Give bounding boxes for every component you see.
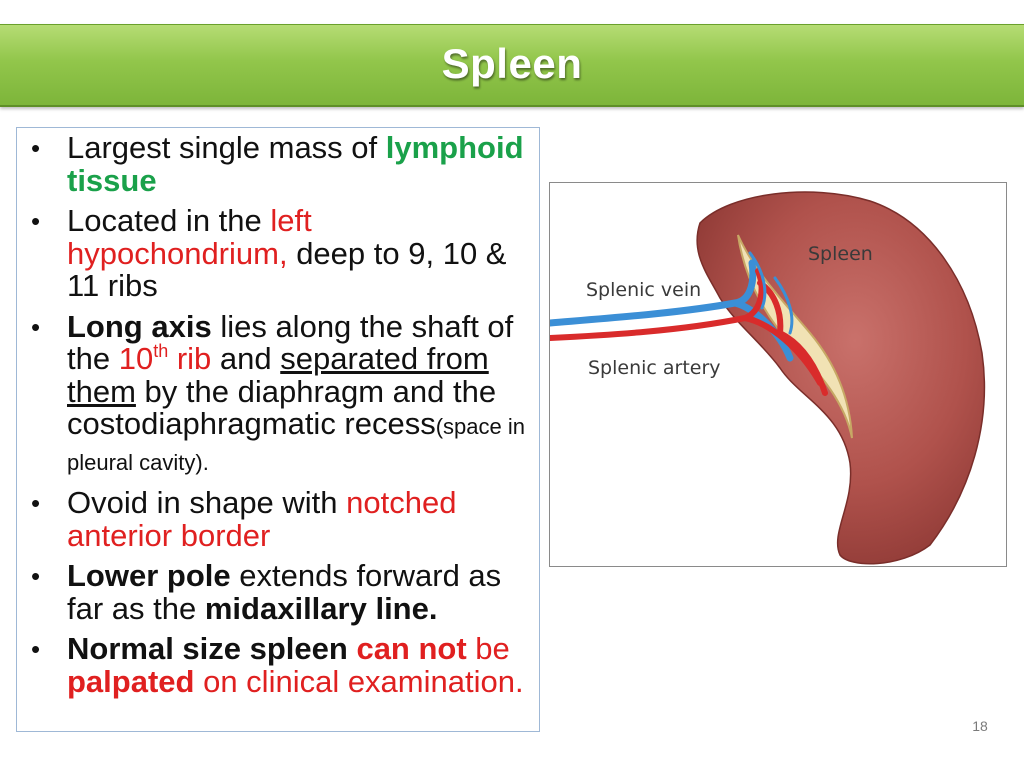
bullet-text: Located in the	[67, 203, 271, 238]
bullet-dot-icon: •	[31, 311, 41, 342]
highlight-be: be	[466, 631, 510, 666]
bold-midaxillary-line: midaxillary line.	[204, 590, 438, 626]
highlight-rib-number: 10	[118, 341, 154, 376]
bullet-text: deep to 9, 10 & 11 ribs	[67, 235, 507, 303]
title-bar	[0, 24, 1024, 107]
hilum-branches	[748, 251, 794, 335]
bold-long-axis: Long axis	[67, 308, 212, 344]
spleen-figure: Spleen Splenic vein Splenic artery	[549, 182, 1007, 567]
bullet-dot-icon: •	[31, 206, 41, 236]
bullet-text: lies along the shaft of the	[67, 308, 514, 376]
bullet-item-location: • Located in the left hypochondrium, dee…	[31, 203, 536, 303]
highlight-lymphoid-tissue: lymphoid tissue	[67, 130, 524, 198]
bullet-item-long-axis: • Long axis lies along the shaft of the …	[31, 308, 536, 480]
bold-normal-size: Normal size spleen	[67, 631, 357, 666]
small-note: (space in pleural cavity).	[67, 414, 526, 475]
bullet-text-box: • Largest single mass of lymphoid tissue…	[16, 127, 540, 732]
superscript-th: th	[153, 341, 169, 361]
bullet-dot-icon: •	[31, 634, 41, 664]
highlight-rib: rib	[168, 341, 212, 376]
bullet-item-palpation: • Normal size spleen can not be palpated…	[31, 631, 536, 699]
highlight-can-not: can not	[356, 631, 467, 666]
label-splenic-vein: Splenic vein	[586, 279, 702, 301]
slide-title: Spleen	[441, 40, 583, 87]
bullet-text: Ovoid in shape with	[67, 485, 347, 520]
highlight-left-hypochondrium: left hypochondrium,	[67, 203, 312, 271]
bullet-dot-icon: •	[31, 561, 41, 591]
label-spleen: Spleen	[808, 243, 873, 265]
highlight-notched-border: notched anterior border	[67, 485, 457, 553]
highlight-clinical-exam: on clinical examination.	[194, 663, 524, 699]
bullet-list: • Largest single mass of lymphoid tissue…	[31, 130, 536, 706]
bold-lower-pole: Lower pole	[67, 558, 231, 593]
bullet-dot-icon: •	[31, 133, 41, 163]
bullet-text: and	[211, 341, 281, 376]
bullet-dot-icon: •	[31, 488, 41, 518]
bullet-text: extends forward as far as the	[67, 558, 502, 626]
bullet-item-shape: • Ovoid in shape with notched anterior b…	[31, 485, 536, 553]
bullet-text: by the diaphragm and the costodiaphragma…	[67, 373, 497, 441]
label-splenic-artery: Splenic artery	[588, 357, 721, 379]
highlight-palpated: palpated	[67, 663, 195, 699]
splenic-artery-shape	[550, 268, 828, 396]
bullet-text: Largest single mass of	[67, 130, 386, 165]
bullet-item-lower-pole: • Lower pole extends forward as far as t…	[31, 558, 536, 626]
underlined-separated: separated from them	[67, 341, 489, 409]
bullet-item-lymphoid: • Largest single mass of lymphoid tissue	[31, 130, 536, 198]
page-number: 18	[972, 718, 988, 734]
spleen-illustration	[550, 191, 986, 565]
